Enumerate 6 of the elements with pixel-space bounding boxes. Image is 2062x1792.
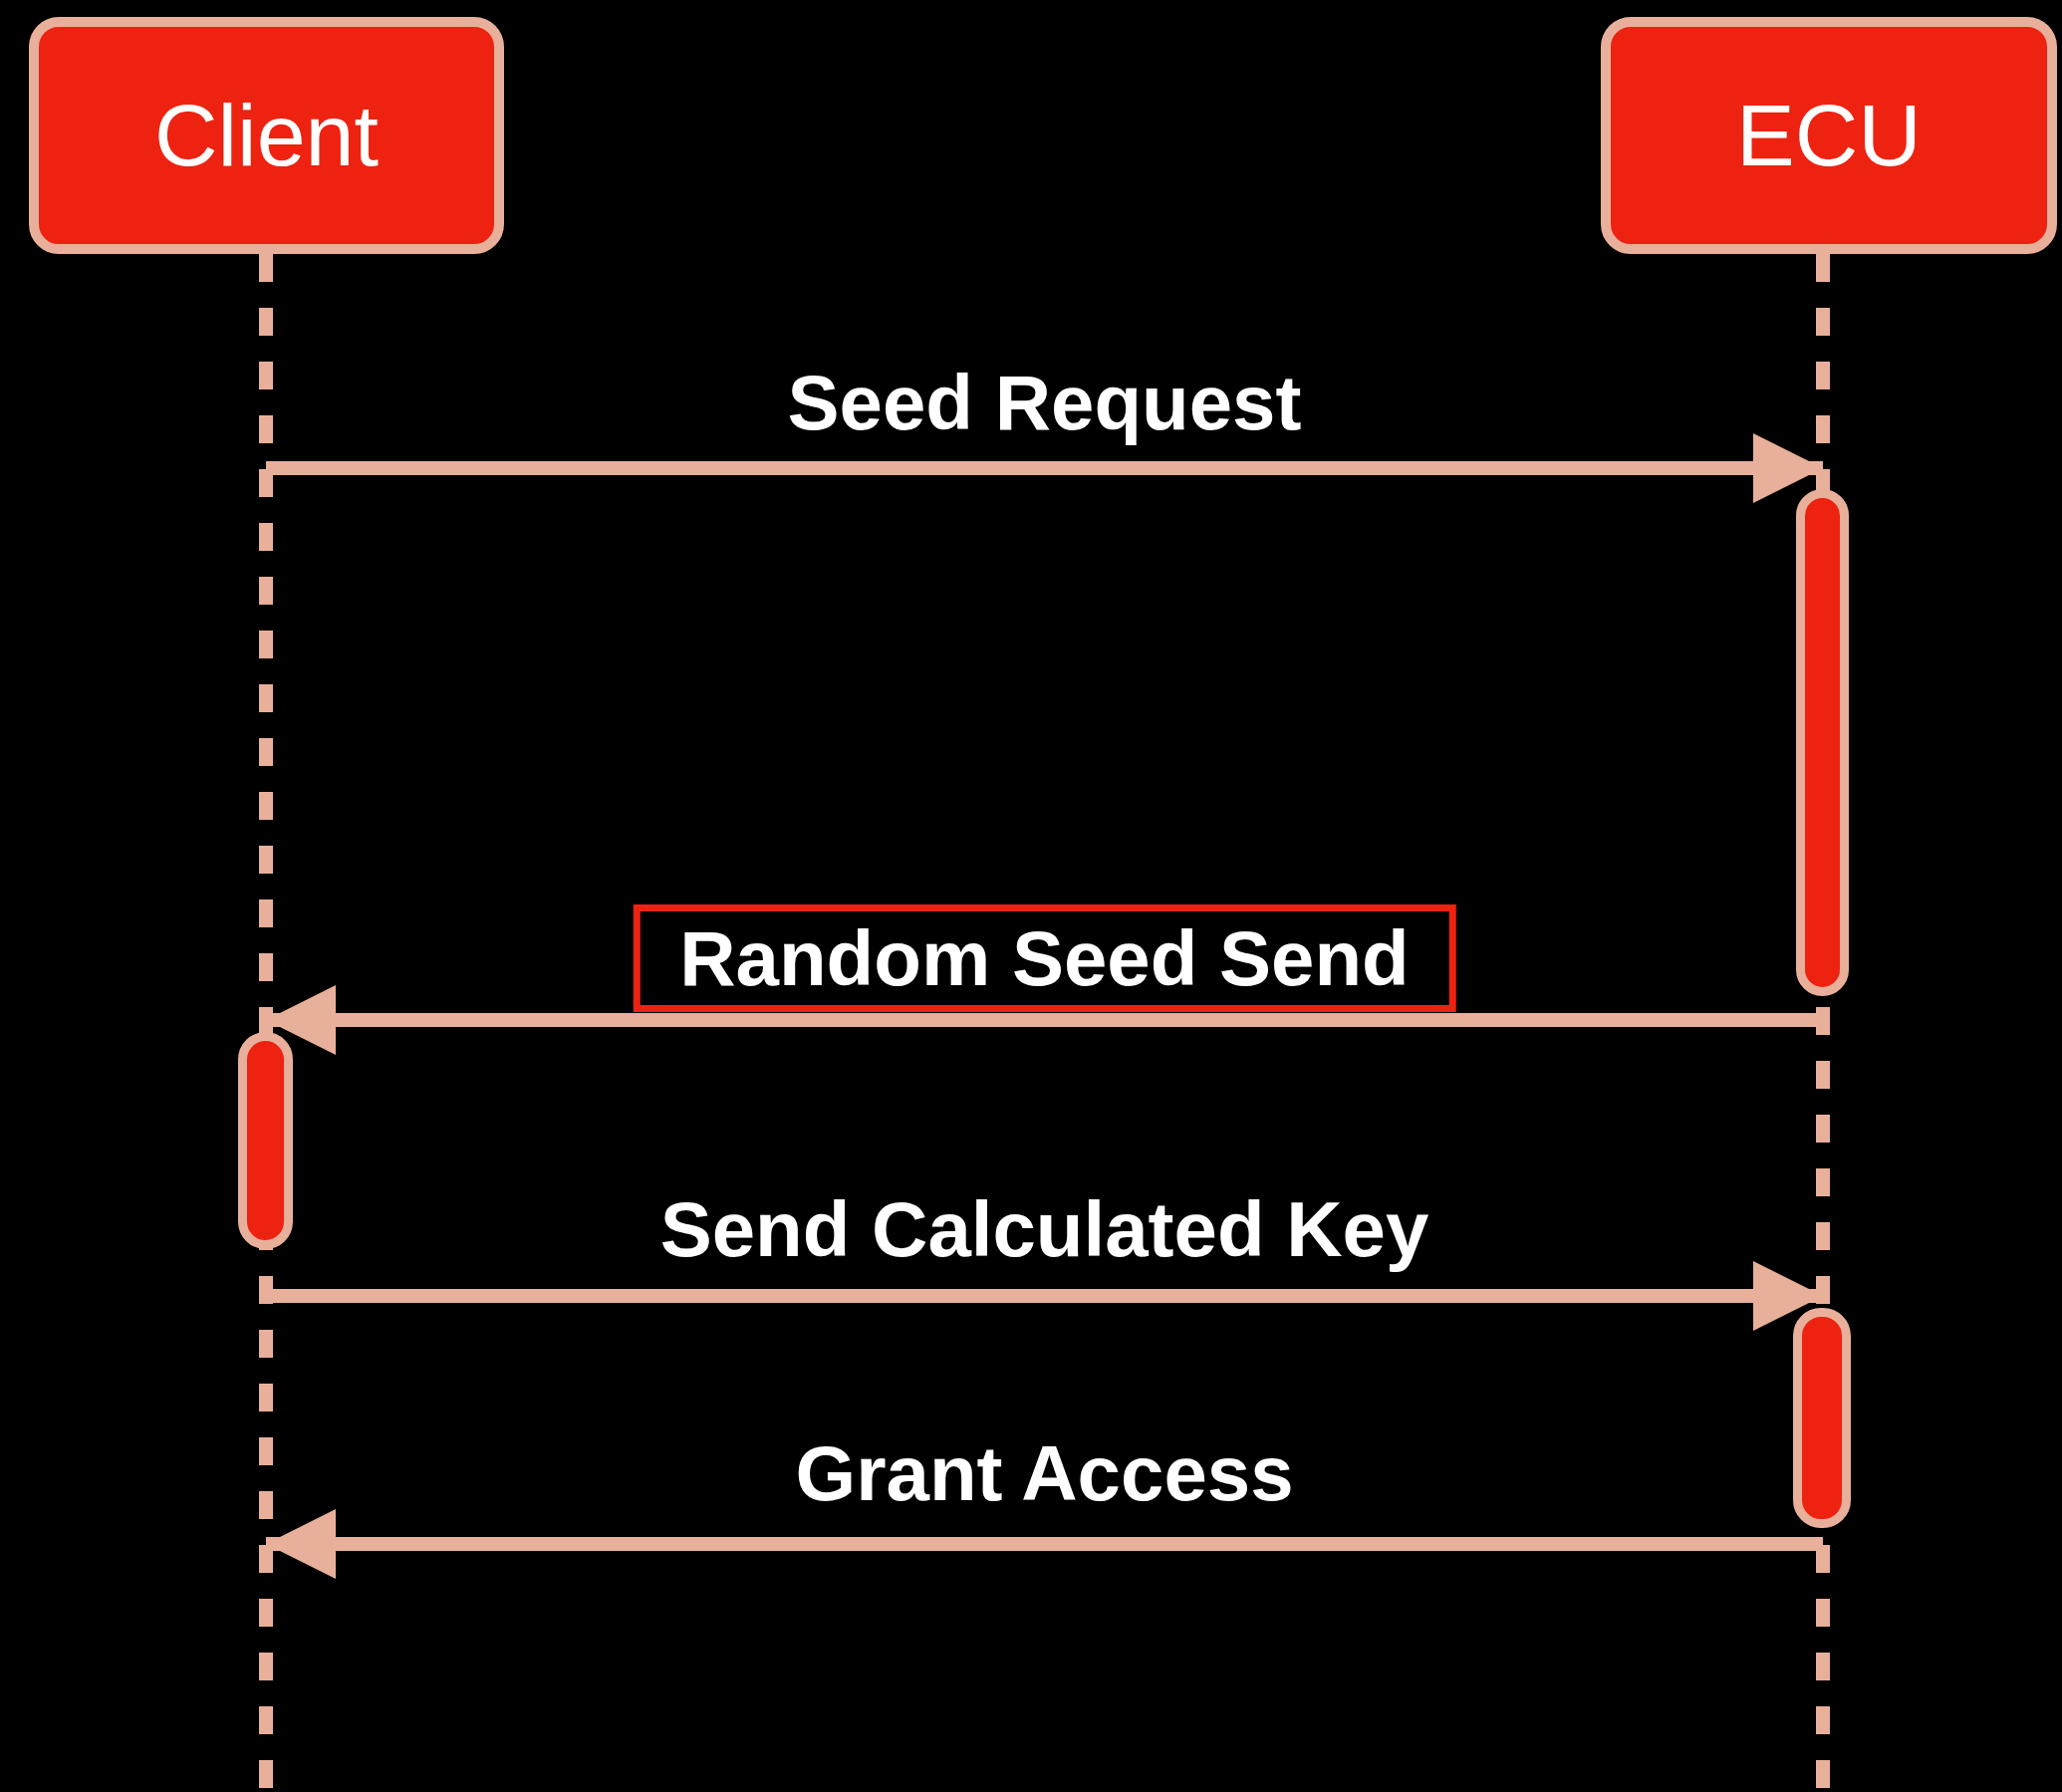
message-arrow	[266, 433, 1823, 503]
message-arrow	[266, 1509, 1823, 1579]
participant-label: Client	[154, 85, 379, 186]
participant-label: ECU	[1736, 85, 1922, 186]
message-label: Grant Access	[795, 1434, 1294, 1512]
message-label: Random Seed Send	[633, 904, 1456, 1012]
